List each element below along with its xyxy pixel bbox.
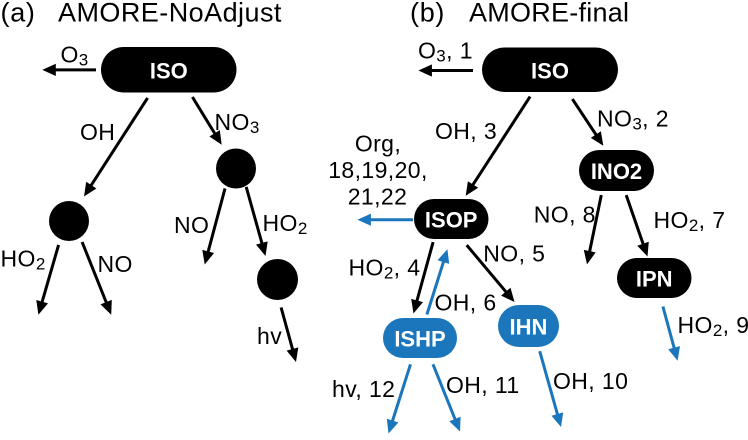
svg-text:hv, 12: hv, 12 bbox=[332, 376, 395, 402]
svg-text:NO, 8: NO, 8 bbox=[534, 202, 596, 228]
svg-text:NO, 5: NO, 5 bbox=[483, 241, 545, 267]
svg-text:O3, 1: O3, 1 bbox=[418, 38, 473, 66]
svg-text:ISHP: ISHP bbox=[394, 327, 445, 352]
svg-text:NO: NO bbox=[98, 251, 133, 277]
svg-text:IHN: IHN bbox=[510, 315, 548, 340]
svg-text:AMORE-final: AMORE-final bbox=[469, 0, 629, 28]
svg-text:NO: NO bbox=[174, 212, 209, 238]
svg-text:Org,: Org, bbox=[355, 131, 401, 157]
svg-text:OH, 10: OH, 10 bbox=[553, 368, 628, 394]
svg-text:OH, 6: OH, 6 bbox=[435, 289, 497, 315]
svg-text:OH: OH bbox=[80, 119, 115, 145]
svg-text:21,22: 21,22 bbox=[348, 184, 408, 210]
svg-text:hv: hv bbox=[257, 323, 282, 349]
svg-text:OH, 11: OH, 11 bbox=[446, 372, 520, 398]
svg-text:(a): (a) bbox=[1, 0, 36, 28]
svg-text:HO2, 9: HO2, 9 bbox=[678, 312, 748, 340]
svg-text:18,19,20,: 18,19,20, bbox=[328, 157, 428, 183]
svg-text:ISO: ISO bbox=[531, 58, 569, 83]
svg-text:INO2: INO2 bbox=[591, 159, 642, 184]
svg-text:OH, 3: OH, 3 bbox=[435, 118, 497, 144]
svg-text:(b): (b) bbox=[410, 0, 445, 28]
svg-text:AMORE-NoAdjust: AMORE-NoAdjust bbox=[58, 0, 282, 28]
svg-text:IPN: IPN bbox=[636, 267, 673, 292]
svg-text:ISOP: ISOP bbox=[425, 208, 478, 233]
svg-text:ISO: ISO bbox=[150, 58, 188, 83]
